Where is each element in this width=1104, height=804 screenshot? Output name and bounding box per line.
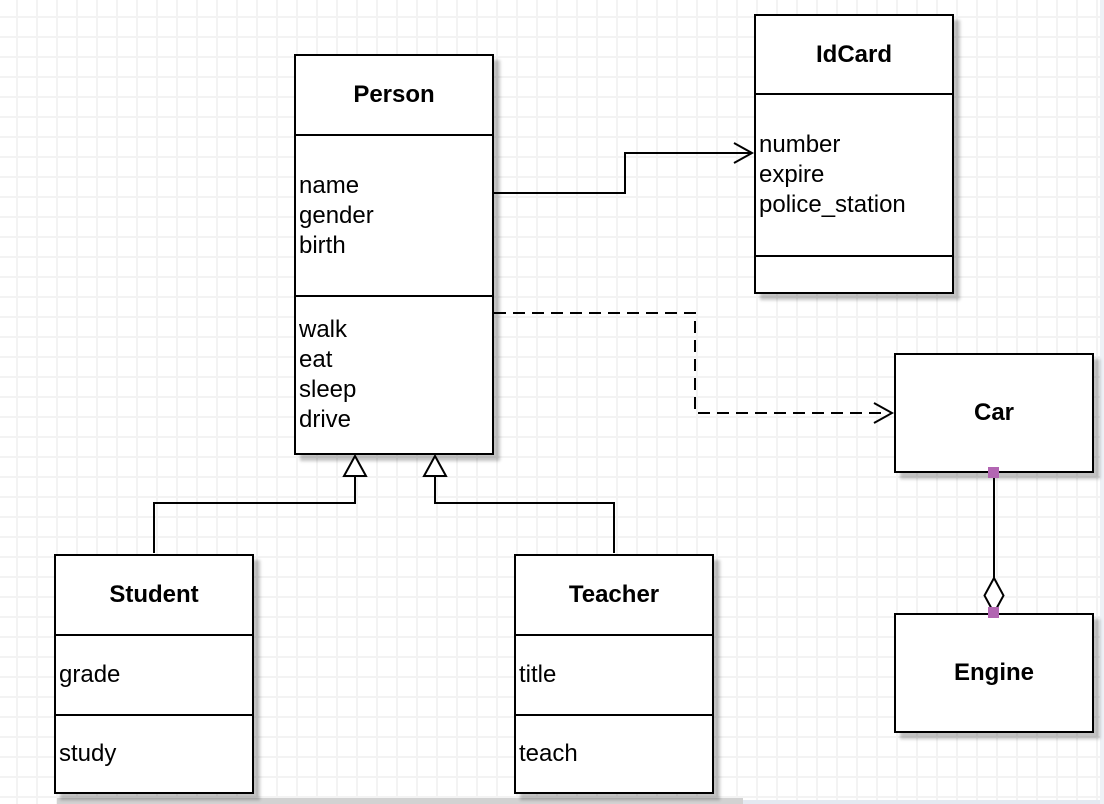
class-box-car[interactable]: Car (894, 353, 1094, 473)
edge-association-person-idcard[interactable] (494, 142, 755, 194)
class-box-person[interactable]: Person name gender birth walk eat sleep … (294, 54, 494, 455)
class-box-engine[interactable]: Engine (894, 613, 1094, 733)
page-bottom-edge (743, 800, 1104, 804)
class-attributes-section: number expire police_station (756, 93, 952, 255)
class-title: Person (353, 81, 435, 108)
open-arrowhead-icon (733, 142, 755, 164)
hollow-diamond-icon (983, 575, 1005, 616)
class-title: Car (973, 399, 1015, 426)
edge-generalization-student-person[interactable] (153, 453, 368, 553)
hollow-triangle-icon (342, 453, 368, 477)
class-attribute: title (519, 661, 557, 688)
class-title: Engine (953, 659, 1034, 686)
class-methods-section-empty (756, 255, 952, 292)
class-attributes-section: title (516, 634, 712, 714)
class-attribute: birth (299, 231, 346, 259)
class-attribute: grade (59, 661, 121, 688)
class-attribute: gender (299, 201, 374, 229)
class-method: eat (299, 346, 333, 373)
class-attributes-section: name gender birth (296, 134, 492, 295)
class-attribute: number (759, 131, 841, 158)
hollow-triangle-icon (422, 453, 448, 477)
edge-dependency-person-car[interactable] (494, 312, 895, 424)
page-bottom-shadow (57, 798, 743, 804)
open-arrowhead-icon (873, 402, 895, 424)
class-methods-section: study (56, 714, 252, 792)
class-method: teach (519, 740, 578, 767)
class-methods-section: walk eat sleep drive (296, 295, 492, 453)
class-title: Student (109, 581, 199, 608)
class-title: IdCard (815, 40, 892, 68)
class-title: Teacher (568, 581, 660, 608)
edge-generalization-teacher-person[interactable] (422, 453, 615, 553)
class-attribute: expire (759, 161, 825, 188)
class-box-idcard[interactable]: IdCard number expire police_station (754, 14, 954, 294)
class-method: study (59, 740, 117, 767)
class-attribute: police_station (759, 191, 906, 218)
class-method: sleep (299, 376, 357, 403)
class-attribute: name (299, 171, 360, 199)
class-box-teacher[interactable]: Teacher title teach (514, 554, 714, 794)
class-method: walk (299, 316, 348, 343)
class-method: drive (299, 406, 352, 433)
edge-aggregation-car-engine[interactable] (983, 467, 1005, 618)
class-attributes-section: grade (56, 634, 252, 714)
page-right-edge (1100, 0, 1104, 804)
class-box-student[interactable]: Student grade study (54, 554, 254, 794)
class-methods-section: teach (516, 714, 712, 792)
